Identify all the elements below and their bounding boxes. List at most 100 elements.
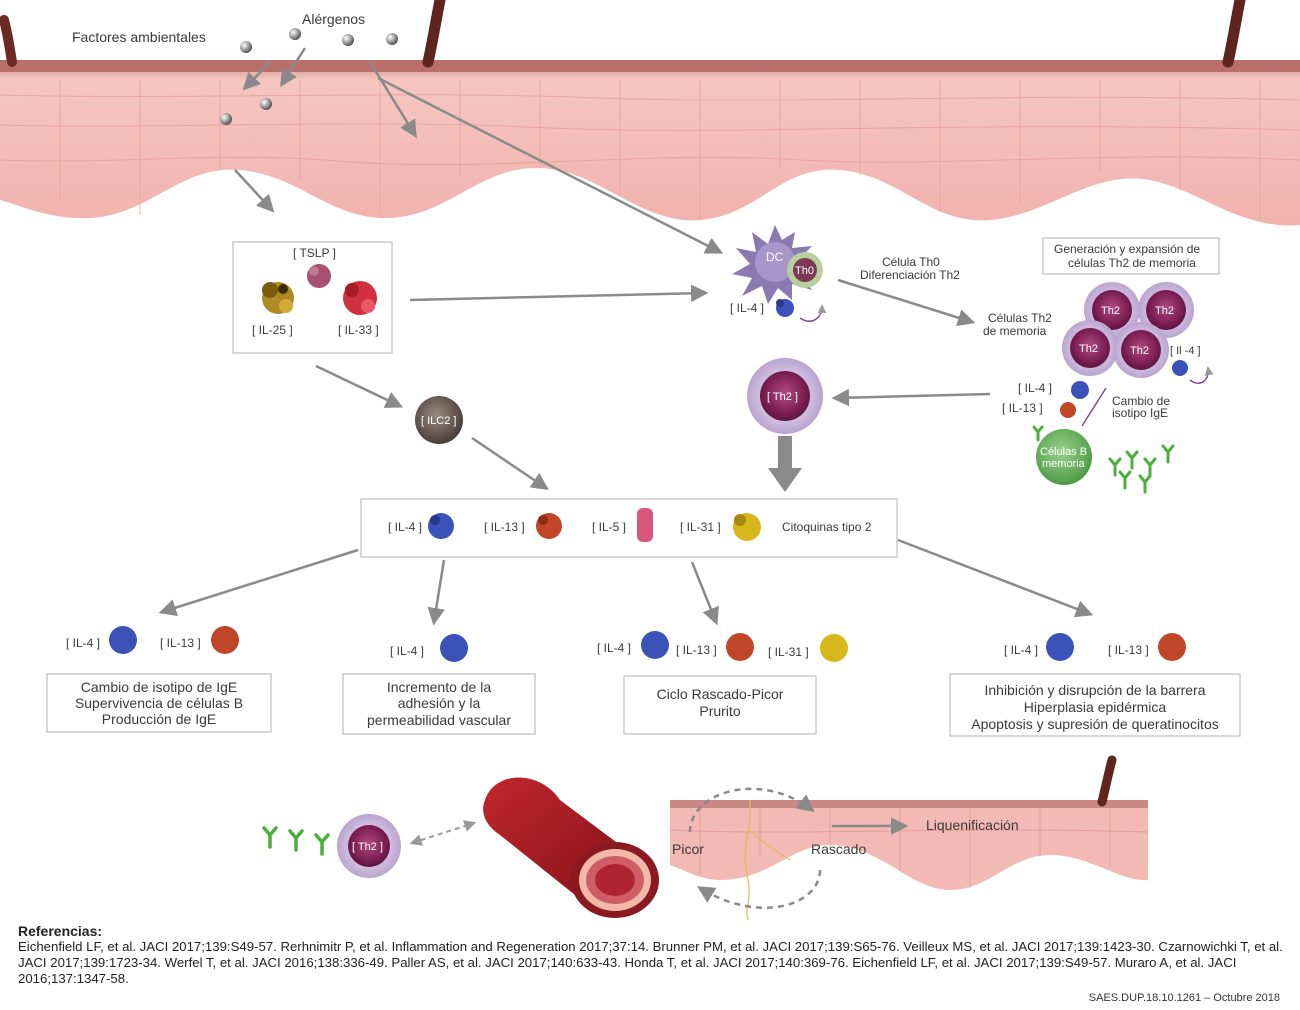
label-e2-il4: [ IL-4 ] [390, 644, 424, 658]
il33-protein-icon [343, 281, 377, 315]
label-th0: Th0 [795, 265, 814, 277]
label-e1-il4: [ IL-4 ] [66, 636, 100, 650]
label-th2-m1: Th2 [1101, 305, 1120, 317]
label-celulas-th2: Células Th2 [988, 311, 1052, 325]
label-celulas-b: Células B [1040, 446, 1087, 458]
e3-il31-icon [820, 634, 848, 662]
label-tslp: [ TSLP ] [293, 246, 336, 260]
e3-il13-icon [726, 633, 754, 661]
arrow-memory-to-th2 [831, 388, 991, 407]
label-memory-il13: [ IL-13 ] [1002, 401, 1043, 415]
memory-il4-autocrine-arrow [1189, 366, 1214, 384]
itch-scratch-cycle-arrows [688, 787, 822, 910]
label-diferenciacion-th2: Diferenciación Th2 [860, 268, 960, 282]
effect-barrier: [ IL-4 ] [ IL-13 ] Inhibición y disrupci… [949, 633, 1241, 737]
memory-b-cell-icon [1036, 429, 1092, 485]
e1-il13-icon [211, 626, 239, 654]
label-dc-il4: [ IL-4 ] [730, 301, 764, 315]
label-picor: Picor [672, 841, 704, 857]
label-dc: DC [766, 250, 784, 264]
e1-line-1: Cambio de isotipo de IgE [81, 679, 237, 695]
e2-line-2: adhesión y la [398, 695, 481, 711]
e4-line-1: Inhibición y disrupción de la barrera [984, 682, 1205, 698]
e2-line-3: permeabilidad vascular [367, 712, 511, 728]
cyto-il13-icon [536, 513, 562, 539]
e3-il4-icon [641, 631, 669, 659]
label-cyto-il13: [ IL-13 ] [484, 520, 525, 534]
bidirectional-arrow [409, 820, 477, 846]
label-b-memoria: memoria [1042, 458, 1086, 470]
e4-il13-icon [1158, 633, 1186, 661]
memory-title-box [1042, 237, 1220, 275]
label-e4-il4: [ IL-4 ] [1004, 643, 1038, 657]
il4-autocrine-arrow [799, 304, 827, 322]
th2-memory-cell-4 [1113, 322, 1169, 378]
memory-il4-protein-icon [1172, 360, 1188, 376]
ilc2-cell-icon [415, 396, 463, 444]
label-th2-m4: Th2 [1130, 345, 1149, 357]
cyto-il31-icon [733, 513, 761, 541]
th0-cell-icon [787, 252, 823, 288]
skin-layer-top [0, 0, 1300, 226]
label-cyto-il31: [ IL-31 ] [680, 520, 721, 534]
arrow-tslp-to-dc [409, 284, 709, 303]
il25-protein-icon [262, 282, 294, 314]
label-cyto-il4: [ IL-4 ] [388, 520, 422, 534]
label-de-memoria: de memoria [983, 324, 1047, 338]
label-factores-ambientales: Factores ambientales [72, 29, 206, 45]
e3-line-2: Prurito [699, 703, 740, 719]
arrow-th0-to-memory [837, 278, 976, 327]
effect-itch-cycle: [ IL-4 ] [ IL-13 ] [ IL-31 ] Ciclo Rasca… [597, 631, 848, 735]
label-ilc2: [ ILC2 ] [421, 415, 456, 427]
arrow-th2-to-cytokines [768, 436, 802, 492]
effect-vascular: [ IL-4 ] Incremento de la adhesión y la … [342, 634, 536, 735]
memory-il4-icon [1071, 381, 1089, 399]
th2-memory-cell-3 [1062, 320, 1118, 376]
label-rascado: Rascado [811, 841, 866, 857]
references-title: Referencias: [18, 923, 103, 939]
allergen-particles [220, 28, 398, 125]
e1-il4-icon [109, 626, 137, 654]
isotype-switch-line [1081, 387, 1107, 427]
label-il25: [ IL-25 ] [252, 323, 293, 337]
cyto-il5-icon [637, 508, 653, 542]
effect-isotype-switch: [ IL-4 ] [ IL-13 ] Cambio de isotipo de … [46, 626, 272, 733]
references: Referencias: Eichenfield LF, et al. JACI… [18, 923, 1288, 987]
dc-il4-protein-icon [776, 299, 794, 317]
th2-memory-cell-2 [1138, 282, 1194, 338]
label-e3-il13: [ IL-13 ] [676, 643, 717, 657]
label-memory-il4: [ IL-4 ] [1018, 381, 1052, 395]
label-e3-il31: [ IL-31 ] [768, 645, 809, 659]
e4-line-2: Hiperplasia epidérmica [1024, 699, 1167, 715]
e3-line-1: Ciclo Rascado-Picor [657, 686, 784, 702]
label-bottom-th2: [ Th2 ] [352, 841, 383, 853]
label-il33: [ IL-33 ] [338, 323, 379, 337]
arrow-ilc2-to-cytokines [471, 436, 549, 490]
arrow-tslp-to-ilc2 [315, 364, 404, 408]
label-th2-single: [ Th2 ] [767, 391, 798, 403]
th2-effector-cell-icon [747, 358, 823, 434]
label-th2-m3: Th2 [1079, 343, 1098, 355]
label-isotipo-ige: isotipo IgE [1112, 406, 1168, 420]
ige-antibodies-icon [1032, 425, 1175, 494]
document-code: SAES.DUP.18.10.1261 – Octubre 2018 [1088, 992, 1280, 1004]
label-e4-il13: [ IL-13 ] [1108, 643, 1149, 657]
label-memory-title-2: células Th2 de memoria [1068, 256, 1196, 270]
e1-line-2: Supervivencia de células B [75, 695, 243, 711]
cytokine-box: [ IL-4 ] [ IL-13 ] [ IL-5 ] [ IL-31 ] Ci… [360, 498, 898, 558]
label-cambio-de: Cambio de [1112, 394, 1170, 408]
bottom-ige-antibodies-icon [262, 826, 330, 856]
label-liquenificacion: Liquenificación [926, 817, 1019, 833]
e4-line-3: Apoptosis y supresión de queratinocitos [971, 716, 1218, 732]
label-th2-m2: Th2 [1155, 305, 1174, 317]
e1-line-3: Producción de IgE [102, 711, 216, 727]
references-text: Eichenfield LF, et al. JACI 2017;139:S49… [18, 939, 1283, 986]
label-citoquinas-tipo-2: Citoquinas tipo 2 [782, 520, 872, 534]
e4-il4-icon [1046, 633, 1074, 661]
blood-vessel-icon [483, 777, 659, 918]
label-memory-il4-small: [ Il -4 ] [1170, 345, 1201, 357]
label-e1-il13: [ IL-13 ] [160, 636, 201, 650]
memory-il13-icon [1060, 402, 1076, 418]
cyto-il4-icon [428, 513, 454, 539]
label-alergenos: Alérgenos [302, 11, 365, 27]
